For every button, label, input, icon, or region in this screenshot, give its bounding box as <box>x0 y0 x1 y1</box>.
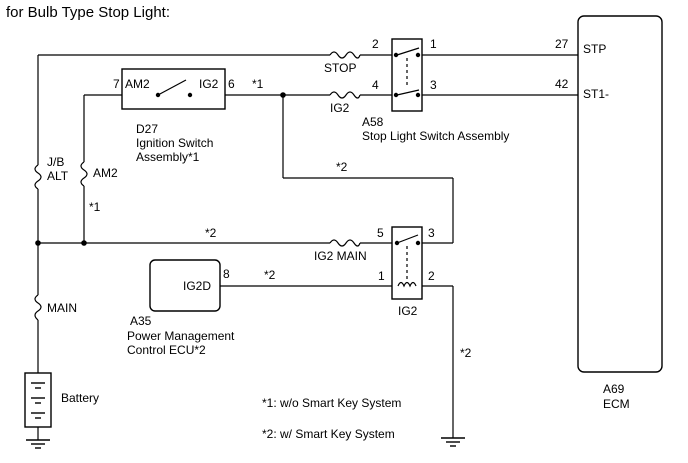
fuse-stop <box>329 51 361 59</box>
pm-ecu-box <box>149 259 221 312</box>
note-n2-bus: *2 <box>205 226 217 240</box>
junction-dots <box>35 92 286 246</box>
pm-ecu-name-line1: Power Management <box>127 329 235 343</box>
ecm-code: A69 <box>603 382 625 396</box>
fuse-ig2 <box>329 91 361 99</box>
diagram-title: for Bulb Type Stop Light: <box>6 4 170 21</box>
ig2-relay-box <box>391 226 423 300</box>
note-n2-ground: *2 <box>460 346 472 360</box>
ignition-switch-box <box>121 68 226 110</box>
note-n1-left: *1 <box>89 200 101 214</box>
fuse-am2 <box>80 161 88 187</box>
slsw-pin-1: 1 <box>430 37 437 51</box>
relay-pin-2: 2 <box>428 269 435 283</box>
relay-pin-5: 5 <box>377 226 384 240</box>
slsw-pin-3: 3 <box>430 78 437 92</box>
fuse-alt-label-text: ALT <box>47 169 69 183</box>
ecm-pin-27: 27 <box>555 37 569 51</box>
pm-ecu-code: A35 <box>130 314 152 328</box>
fuse-main-label: MAIN <box>47 301 77 315</box>
ign-terminal-am2: AM2 <box>125 77 150 91</box>
fuse-ig2-main-label: IG2 MAIN <box>314 249 367 263</box>
ground-symbol-battery <box>26 439 50 449</box>
ecm-name: ECM <box>603 397 630 411</box>
ecm-terminal-stp: STP <box>583 42 606 56</box>
ign-name-line2: Assembly*1 <box>136 150 200 164</box>
battery-label: Battery <box>61 391 99 405</box>
pm-ecu-terminal: IG2D <box>183 279 211 293</box>
note-n2-ecu: *2 <box>264 268 276 282</box>
ign-terminal-ig2: IG2 <box>199 77 219 91</box>
fuse-jb-label: J/B <box>47 155 64 169</box>
slsw-pin-4: 4 <box>372 78 379 92</box>
legend-note-1: *1: w/o Smart Key System <box>262 396 401 410</box>
ign-pin-7: 7 <box>113 77 120 91</box>
fuse-jb-alt <box>34 164 42 190</box>
stop-light-switch-box <box>391 38 423 112</box>
fuse-stop-label: STOP <box>324 61 356 75</box>
fuse-main <box>34 294 42 321</box>
ground-symbol-relay <box>441 437 465 447</box>
fuse-ig2-label: IG2 <box>330 101 350 115</box>
pm-ecu-pin-8: 8 <box>223 267 230 281</box>
slsw-name: Stop Light Switch Assembly <box>362 129 509 143</box>
slsw-pin-2: 2 <box>372 37 379 51</box>
relay-name: IG2 <box>398 304 418 318</box>
fuse-ig2-main <box>329 239 361 247</box>
note-n1-top: *1 <box>252 77 264 91</box>
fuse-am2-label: AM2 <box>93 166 118 180</box>
battery-symbol <box>24 372 52 428</box>
pm-ecu-name-line2: Control ECU*2 <box>127 343 206 357</box>
ecm-terminal-st1: ST1- <box>583 87 609 101</box>
relay-pin-3: 3 <box>428 226 435 240</box>
note-n2-mid: *2 <box>336 160 348 174</box>
slsw-code: A58 <box>362 115 384 129</box>
relay-pin-1: 1 <box>378 269 385 283</box>
ecm-box <box>577 15 663 373</box>
wires <box>37 54 578 440</box>
ign-name-line1: Ignition Switch <box>136 136 213 150</box>
legend-note-2: *2: w/ Smart Key System <box>262 427 395 441</box>
ign-code: D27 <box>136 122 158 136</box>
ecm-pin-42: 42 <box>555 77 569 91</box>
ign-pin-6: 6 <box>228 77 235 91</box>
